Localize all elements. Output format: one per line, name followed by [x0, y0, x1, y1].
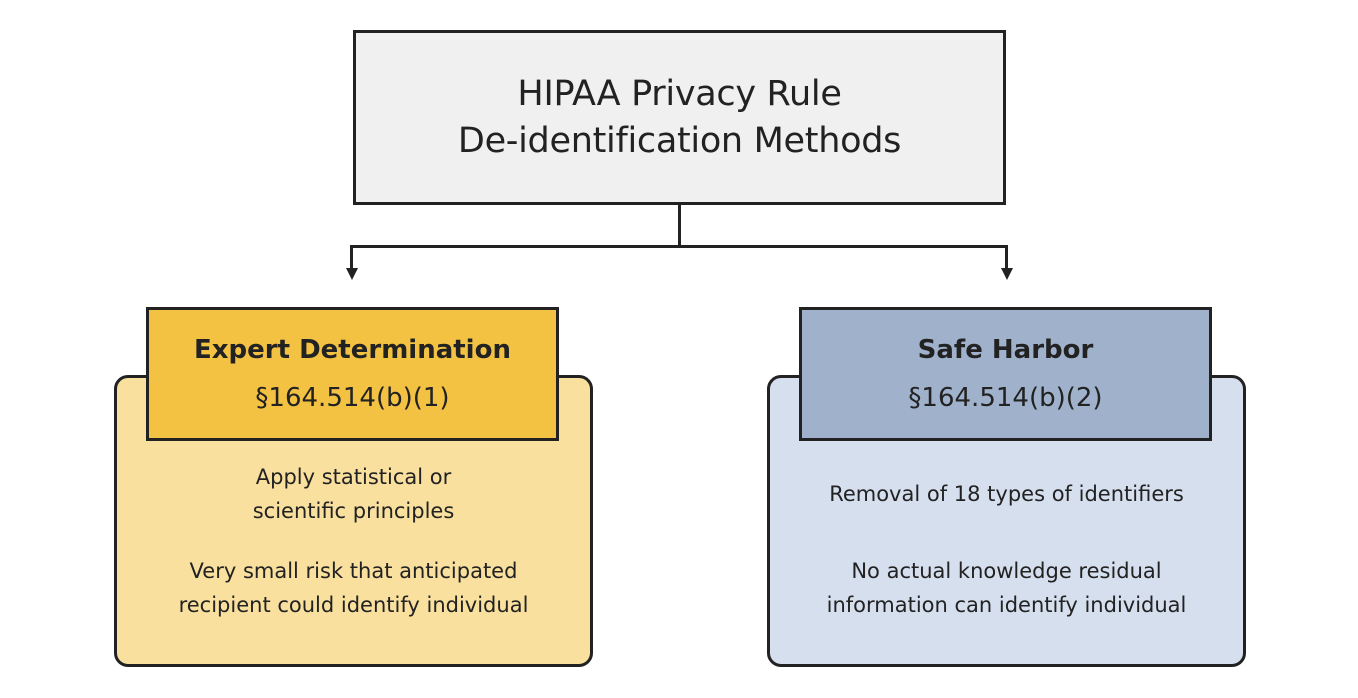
- title-line-2: De-identification Methods: [457, 120, 902, 161]
- method-name: Expert Determination: [194, 335, 511, 365]
- connector-stem: [678, 204, 681, 248]
- connector-horizontal: [350, 245, 1008, 248]
- method-point: Very small risk that anticipated recipie…: [178, 559, 529, 617]
- expert-determination-header: Expert Determination §164.514(b)(1): [146, 307, 559, 441]
- title-box: HIPAA Privacy Rule De-identification Met…: [353, 30, 1006, 205]
- method-point: Apply statistical or scientific principl…: [252, 465, 455, 523]
- arrow-down-right-icon: [1000, 268, 1013, 280]
- method-point: Removal of 18 types of identifiers: [829, 482, 1184, 506]
- connector-left-drop: [350, 245, 353, 269]
- arrow-down-left-icon: [345, 268, 358, 280]
- connector-right-drop: [1005, 245, 1008, 269]
- method-code: §164.514(b)(2): [908, 383, 1103, 413]
- title-line-1: HIPAA Privacy Rule: [517, 73, 842, 114]
- method-point: No actual knowledge residual information…: [826, 559, 1187, 617]
- safe-harbor-header: Safe Harbor §164.514(b)(2): [799, 307, 1212, 441]
- method-name: Safe Harbor: [917, 335, 1094, 365]
- method-code: §164.514(b)(1): [255, 383, 450, 413]
